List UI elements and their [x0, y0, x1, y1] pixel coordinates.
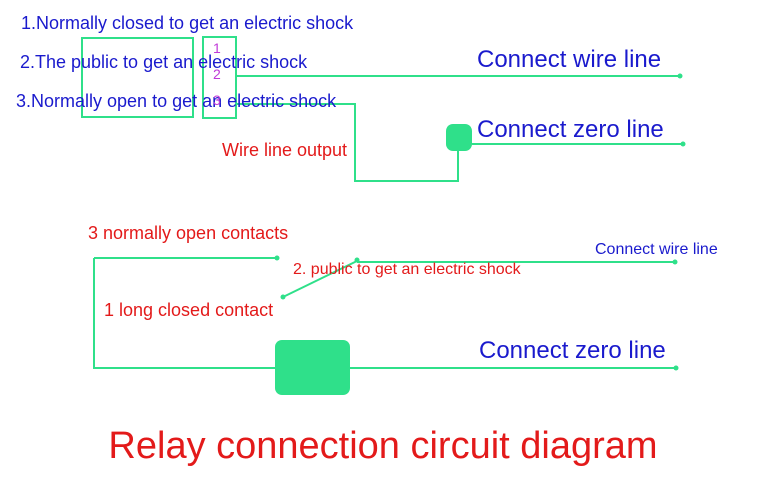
- bottom-wire-terminal: [672, 259, 678, 265]
- top-load-block: [446, 124, 472, 151]
- pin-box: [202, 36, 237, 119]
- switch-pivot: [280, 294, 286, 300]
- wire-output-path: [236, 103, 459, 182]
- pin-3-label: 3: [213, 92, 221, 108]
- top-connect-wire-label: Connect wire line: [477, 46, 661, 73]
- closed-contact-return: [93, 258, 276, 369]
- wire-output-label: Wire line output: [222, 140, 347, 160]
- legend-item-3: 3.Normally open to get an electric shock: [16, 91, 337, 111]
- relay-outline: [81, 37, 194, 118]
- normally-open-terminal: [274, 255, 280, 261]
- bottom-zero-terminal: [673, 365, 679, 371]
- diagram-title: Relay connection circuit diagram: [108, 425, 657, 467]
- bottom-connect-wire-label: Connect wire line: [595, 241, 718, 258]
- pin-1-label: 1: [213, 40, 221, 56]
- switch-blade: [282, 260, 358, 298]
- top-wire-terminal: [677, 73, 683, 79]
- top-connect-zero-label: Connect zero line: [477, 116, 664, 143]
- legend-item-2: 2.The public to get an electric shock: [20, 52, 308, 72]
- bottom-connect-zero-label: Connect zero line: [479, 337, 666, 364]
- bottom-load-block: [275, 340, 350, 395]
- pin-2-label: 2: [213, 66, 221, 82]
- top-zero-terminal: [680, 141, 686, 147]
- long-closed-label: 1 long closed contact: [104, 300, 273, 320]
- public-contact-label: 2. public to get an electric shock: [293, 261, 522, 278]
- normally-open-label: 3 normally open contacts: [88, 223, 288, 243]
- legend-item-1: 1.Normally closed to get an electric sho…: [21, 13, 354, 33]
